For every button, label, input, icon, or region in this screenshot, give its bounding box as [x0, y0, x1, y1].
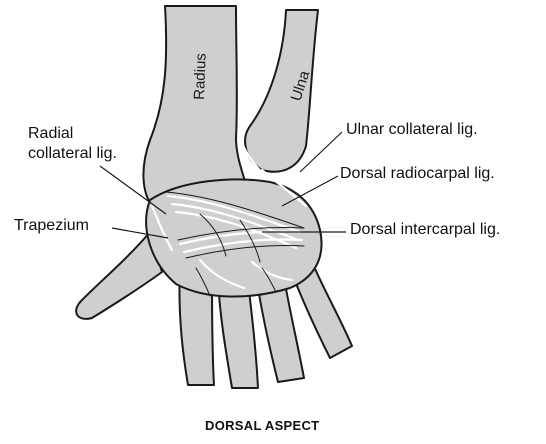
- trapezium-label: Trapezium: [14, 216, 89, 235]
- radius-bone: [143, 6, 250, 206]
- radius-label: Radius: [191, 53, 210, 100]
- radial-collateral-label-line1: Radial: [28, 124, 73, 143]
- radial-collateral-label-line2: collateral lig.: [28, 144, 117, 163]
- figure-caption: DORSAL ASPECT: [205, 418, 319, 433]
- dorsal-intercarpal-label: Dorsal intercarpal lig.: [350, 220, 500, 239]
- forearm-bones: [143, 6, 318, 206]
- dorsal-radiocarpal-label: Dorsal radiocarpal lig.: [340, 164, 495, 183]
- ulnar-collateral-label: Ulnar collateral lig.: [346, 120, 478, 139]
